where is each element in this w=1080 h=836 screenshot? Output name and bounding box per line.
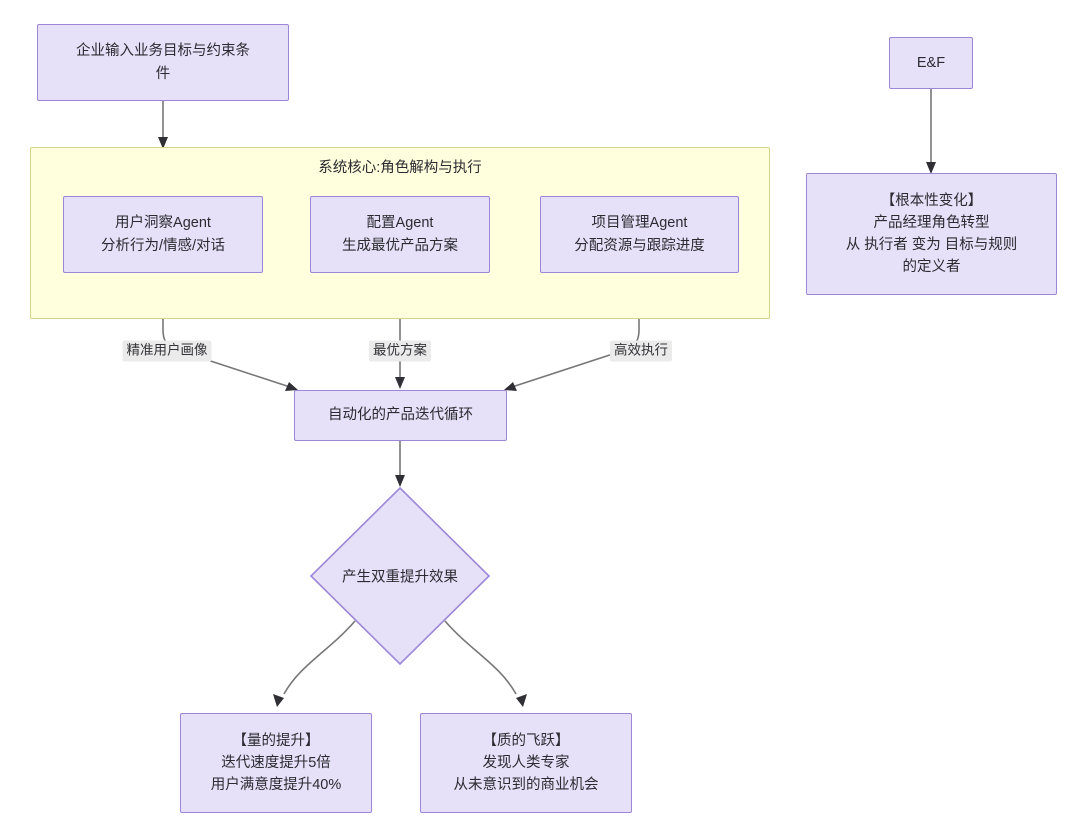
node-fundamental-change-line-3: 从 执行者 变为 目标与规则 [845, 237, 1018, 253]
edge-label-optimal-plan: 最优方案 [369, 340, 431, 362]
node-quantity[interactable]: 【量的提升】 迭代速度提升5倍 用户满意度提升40% [180, 713, 372, 813]
node-quantity-line-2: 迭代速度提升5倍 [221, 754, 331, 771]
node-effect-diamond[interactable]: 产生双重提升效果 [310, 487, 490, 665]
node-input[interactable]: 企业输入业务目标与约束条 件 [37, 24, 289, 101]
edge-label-efficient-exec: 高效执行 [610, 340, 672, 362]
node-input-line-2: 件 [155, 65, 171, 82]
edge-ef-to-fundamental-change [926, 89, 936, 174]
node-fundamental-change-line-4: 的定义者 [902, 259, 961, 276]
node-agent-user-insight-line-2: 分析行为/情感/对话 [100, 237, 226, 254]
node-ef[interactable]: E&F [889, 37, 973, 89]
node-agent-config-line-2: 生成最优产品方案 [342, 237, 458, 254]
node-agent-project[interactable]: 项目管理Agent 分配资源与跟踪进度 [540, 196, 739, 273]
diamond-shape [310, 487, 490, 665]
node-agent-user-insight-line-1: 用户洞察Agent [115, 215, 211, 232]
node-agent-project-line-1: 项目管理Agent [591, 215, 688, 232]
node-agent-project-line-2: 分配资源与跟踪进度 [574, 237, 705, 254]
node-effect-diamond-label: 产生双重提升效果 [342, 569, 458, 586]
node-quality[interactable]: 【质的飞跃】 发现人类专家 从未意识到的商业机会 [420, 713, 632, 813]
node-ef-line-1: E&F [916, 54, 946, 71]
node-agent-config-line-1: 配置Agent [366, 215, 434, 232]
node-agent-user-insight[interactable]: 用户洞察Agent 分析行为/情感/对话 [63, 196, 263, 273]
edge-input-to-core [158, 101, 168, 149]
node-fundamental-change[interactable]: 【根本性变化】 产品经理角色转型 从 执行者 变为 目标与规则 的定义者 [806, 173, 1057, 295]
node-quality-line-2: 发现人类专家 [482, 754, 570, 771]
node-quality-line-1: 【质的飞跃】 [482, 732, 570, 749]
node-quantity-line-1: 【量的提升】 [232, 732, 320, 749]
node-input-line-1: 企业输入业务目标与约束条 [76, 43, 250, 60]
node-fundamental-change-line-1: 【根本性变化】 [880, 192, 983, 209]
node-agent-config[interactable]: 配置Agent 生成最优产品方案 [310, 196, 490, 273]
node-cycle[interactable]: 自动化的产品迭代循环 [294, 390, 507, 441]
node-cycle-line-1: 自动化的产品迭代循环 [328, 407, 473, 424]
node-quantity-line-3: 用户满意度提升40% [210, 777, 342, 794]
node-fundamental-change-line-2: 产品经理角色转型 [873, 214, 990, 231]
edge-label-precise-profile: 精准用户画像 [122, 340, 212, 362]
node-quality-line-3: 从未意识到的商业机会 [453, 777, 599, 794]
edge-cycle-to-effect [395, 441, 405, 487]
subgraph-system-core-title: 系统核心:角色解构与执行 [318, 160, 482, 176]
